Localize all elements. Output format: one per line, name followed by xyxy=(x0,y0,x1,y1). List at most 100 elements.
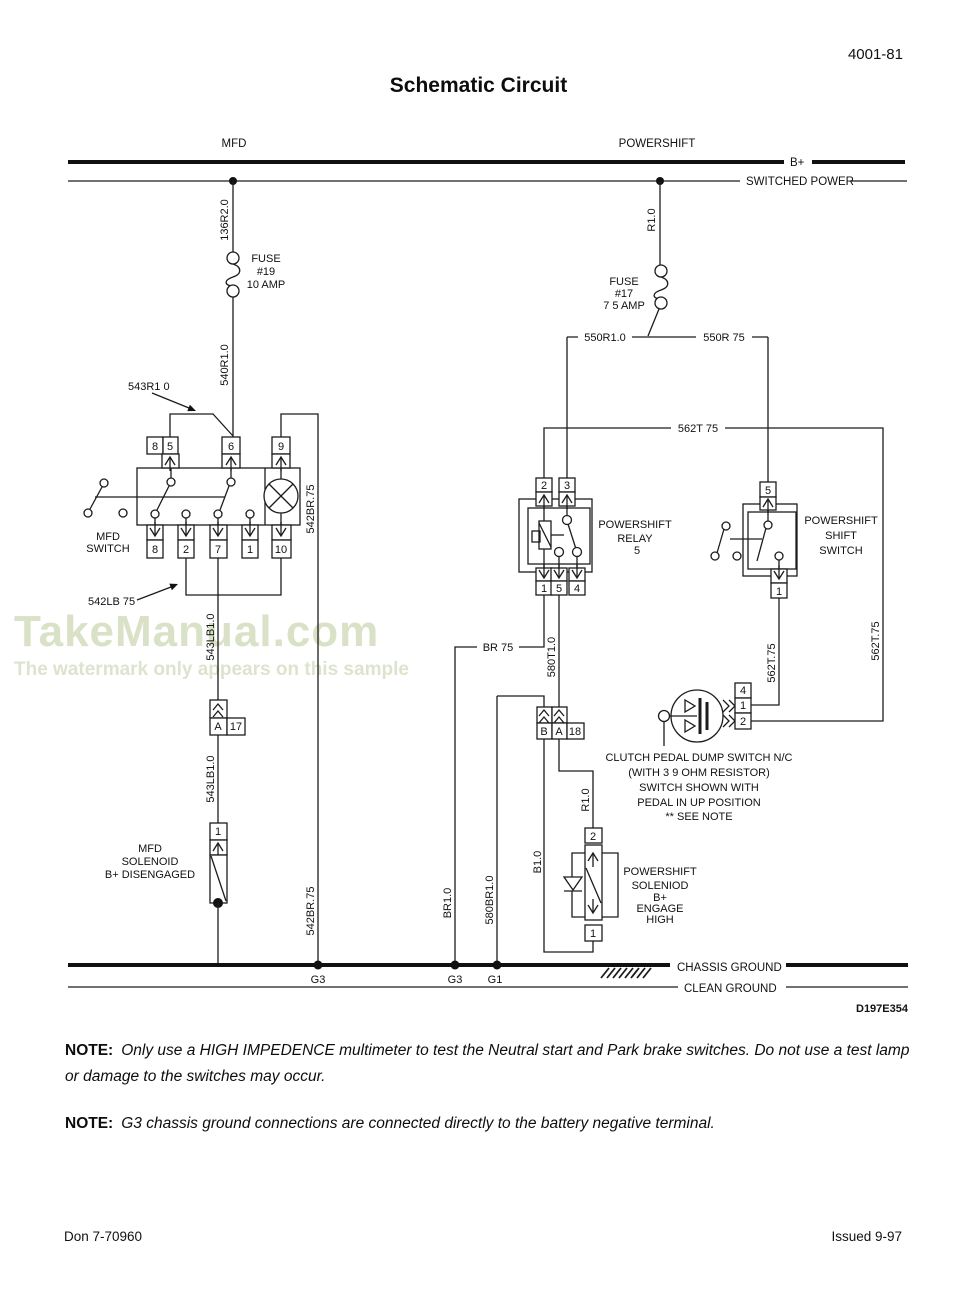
pin: 4 xyxy=(574,583,580,595)
shift-switch-label: POWERSHIFT xyxy=(804,515,878,527)
mfd-switch-label: MFD xyxy=(96,531,120,543)
wire-label-543r10: 543R1 0 xyxy=(128,381,170,393)
mfd-solenoid xyxy=(209,822,228,965)
pin: 7 xyxy=(215,544,221,556)
ps-solenoid-label: POWERSHIFT xyxy=(623,866,697,878)
mfd-switch-label: SWITCH xyxy=(86,543,129,555)
ground-dot-g1 xyxy=(492,960,502,970)
pin: 5 xyxy=(765,485,771,497)
pin: 1 xyxy=(590,928,596,940)
wire-label-542br75: 542BR.75 xyxy=(305,485,317,534)
wire-550-branch xyxy=(566,336,769,482)
pin: 8 xyxy=(152,544,158,556)
relay-label: 5 xyxy=(634,545,640,557)
note-1-label: NOTE: xyxy=(65,1042,114,1059)
wire-label-r10: R1.0 xyxy=(580,788,592,811)
schematic-diagram: MFD POWERSHIFT B+ SWITCHED POWER 136R2.0… xyxy=(68,138,909,1015)
pin: 2 xyxy=(740,716,746,728)
switched-power-rail-label: SWITCHED POWER xyxy=(746,176,854,188)
watermark-subtext: The watermark only appears on this sampl… xyxy=(14,659,409,680)
pin: 2 xyxy=(183,544,189,556)
chassis-ground-hatching xyxy=(600,967,652,979)
pin: 4 xyxy=(740,685,746,697)
pin: 10 xyxy=(275,544,287,556)
dump-switch-label: (WITH 3 9 OHM RESISTOR) xyxy=(628,767,770,779)
ground-dot-g3 xyxy=(450,960,460,970)
section-label-mfd: MFD xyxy=(222,138,247,150)
note-2-label: NOTE: xyxy=(65,1115,114,1133)
note-2-text: G3 chassis ground connections are connec… xyxy=(121,1115,715,1133)
clean-ground-label: CLEAN GROUND xyxy=(684,983,777,995)
pin: A xyxy=(214,721,222,733)
wire-label-550r10: 550R1.0 xyxy=(584,332,626,344)
fuse-19 xyxy=(225,181,241,437)
figure-code: D197E354 xyxy=(856,1003,909,1015)
page-number: 4001-81 xyxy=(847,46,903,63)
chassis-ground-label: CHASSIS GROUND xyxy=(677,962,782,974)
powershift-shift-switch xyxy=(710,481,798,599)
pin: 9 xyxy=(278,441,284,453)
clutch-pedal-dump-switch xyxy=(657,682,752,746)
wire-label-580br10: 580BR1.0 xyxy=(484,876,496,925)
ps-solenoid-label: B+ xyxy=(653,892,667,904)
wire-label-550r75: 550R 75 xyxy=(703,332,745,344)
wire-label-r10: R1.0 xyxy=(646,208,658,231)
fuse-17-number: #17 xyxy=(615,288,633,300)
wire-label-562t75: 562T.75 xyxy=(870,621,882,660)
ps-solenoid-label: SOLENIOD xyxy=(632,880,689,892)
powershift-solenoid xyxy=(562,827,619,942)
wire-label-543lb10: 543LB1.0 xyxy=(205,755,217,802)
pin: 1 xyxy=(215,826,221,838)
ground-label-g3: G3 xyxy=(311,974,326,986)
wire-label-540r10: 540R1.0 xyxy=(219,344,231,386)
note-1-text: Only use a HIGH IMPEDENCE multimeter to … xyxy=(65,1042,910,1085)
mfd-solenoid-label: MFD xyxy=(138,843,162,855)
mfd-solenoid-label: B+ DISENGAGED xyxy=(105,869,195,881)
dump-switch-label: CLUTCH PEDAL DUMP SWITCH N/C xyxy=(605,752,792,764)
fuse-19-rating: 10 AMP xyxy=(247,279,286,291)
pin: B xyxy=(540,726,547,738)
wire-label-br75: BR 75 xyxy=(483,642,514,654)
wire-542lb75 xyxy=(136,558,282,601)
wire-label-136r20: 136R2.0 xyxy=(219,199,231,241)
pin: 17 xyxy=(230,721,242,733)
mfd-switch xyxy=(83,436,301,559)
b-plus-rail-label: B+ xyxy=(790,157,805,169)
mfd-switch-lever xyxy=(83,478,128,518)
pin: 1 xyxy=(541,583,547,595)
notes-section: NOTE:Only use a HIGH IMPEDENCE multimete… xyxy=(65,1038,913,1159)
pin: 2 xyxy=(590,831,596,843)
fuse-17 xyxy=(647,181,669,337)
wire-562t75-loop xyxy=(543,427,884,722)
footer-doc-number: Don 7-70960 xyxy=(64,1229,143,1244)
mfd-solenoid-label: SOLENOID xyxy=(122,856,179,868)
pin: 5 xyxy=(167,441,173,453)
dump-switch-label: PEDAL IN UP POSITION xyxy=(637,797,761,809)
section-label-powershift: POWERSHIFT xyxy=(619,138,696,150)
fuse-19-number: #19 xyxy=(257,266,275,278)
footer-issue-date: Issued 9-97 xyxy=(831,1229,902,1244)
note-1: NOTE:Only use a HIGH IMPEDENCE multimete… xyxy=(65,1038,913,1089)
connector-a17 xyxy=(209,699,246,823)
wire-label-542br75: 542BR.75 xyxy=(305,887,317,936)
pin: 6 xyxy=(228,441,234,453)
wire-562t75-shift xyxy=(751,598,780,706)
ground-dot-g3 xyxy=(313,960,323,970)
pin: 18 xyxy=(569,726,581,738)
wire-label-543lb10: 543LB1.0 xyxy=(205,613,217,660)
pin: 1 xyxy=(776,586,782,598)
wire-label-562t75: 562T.75 xyxy=(766,643,778,682)
pin: 1 xyxy=(740,700,746,712)
pin: 3 xyxy=(564,480,570,492)
ps-solenoid-label: ENGAGE xyxy=(636,903,683,915)
wire-label-b10: B1.0 xyxy=(532,851,544,874)
indicator-lamp-icon xyxy=(263,468,299,525)
dump-switch-label: SWITCH SHOWN WITH xyxy=(639,782,759,794)
connector-ba18 xyxy=(496,695,594,965)
pin: 8 xyxy=(152,441,158,453)
wire-label-br10: BR1.0 xyxy=(442,888,454,919)
wire-label-580t10: 580T1.0 xyxy=(546,637,558,677)
powershift-relay xyxy=(518,477,593,596)
shift-switch-label: SWITCH xyxy=(819,545,862,557)
